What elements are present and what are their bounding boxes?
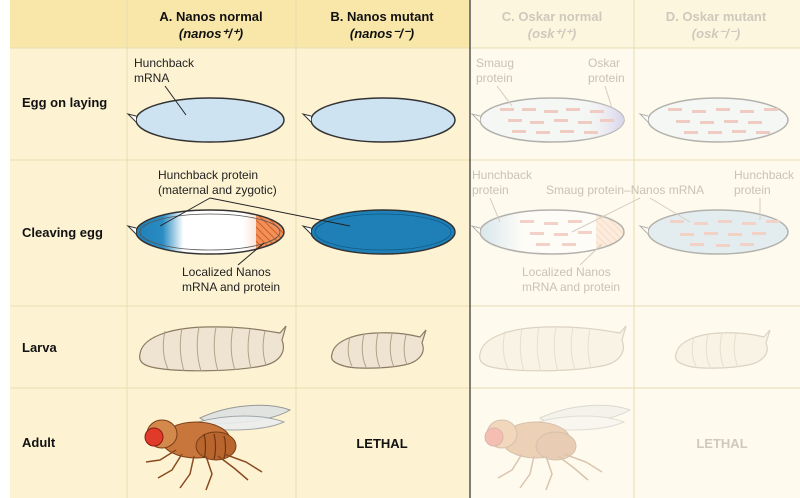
column-header-a-genotype: (nanos⁺/⁺) [179, 26, 243, 41]
oskar-header-band [470, 0, 800, 48]
lethal-label-b: LETHAL [356, 436, 407, 451]
hunchback-mrna-label-line2: mRNA [134, 71, 169, 85]
column-header-b: B. Nanos mutant [330, 9, 434, 24]
lethal-label-d: LETHAL [696, 436, 747, 451]
corner-cell [10, 0, 127, 48]
localized-nanos-c-label-line2: mRNA and protein [522, 280, 620, 294]
column-header-b-genotype: (nanos⁻/⁻) [350, 26, 414, 41]
row-label-egg-on-laying: Egg on laying [22, 95, 107, 110]
oskar-protein-label-line1: Oskar [588, 56, 620, 70]
row-label-adult: Adult [22, 435, 56, 450]
oskar-protein-label-line2: protein [588, 71, 625, 85]
hunchback-protein-d-label-line2: protein [734, 183, 771, 197]
row-label-larva: Larva [22, 340, 57, 355]
column-header-c-genotype: (osk⁺/⁺) [528, 26, 576, 41]
smaug-protein-label-line2: protein [476, 71, 513, 85]
column-header-a: A. Nanos normal [159, 9, 262, 24]
hunchback-protein-d-label-line1: Hunchback [734, 168, 795, 182]
column-header-d-genotype: (osk⁻/⁻) [692, 26, 740, 41]
hunchback-protein-label-line1: Hunchback protein [158, 168, 258, 182]
smaug-nanos-label: Smaug protein–Nanos mRNA [546, 183, 704, 197]
row-label-cleaving-egg: Cleaving egg [22, 225, 103, 240]
row-label-column [10, 0, 127, 498]
localized-nanos-label-line2: mRNA and protein [182, 280, 280, 294]
smaug-protein-label-line1: Smaug [476, 56, 514, 70]
hunchback-protein-label-line2: (maternal and zygotic) [158, 183, 277, 197]
hunchback-protein-c-label-line1: Hunchback [472, 168, 533, 182]
localized-nanos-label-line1: Localized Nanos [182, 265, 271, 279]
hunchback-protein-c-label-line2: protein [472, 183, 509, 197]
column-header-c: C. Oskar normal [502, 9, 602, 24]
column-header-d: D. Oskar mutant [666, 9, 767, 24]
hunchback-mrna-label-line1: Hunchback [134, 56, 195, 70]
localized-nanos-c-label-line1: Localized Nanos [522, 265, 611, 279]
